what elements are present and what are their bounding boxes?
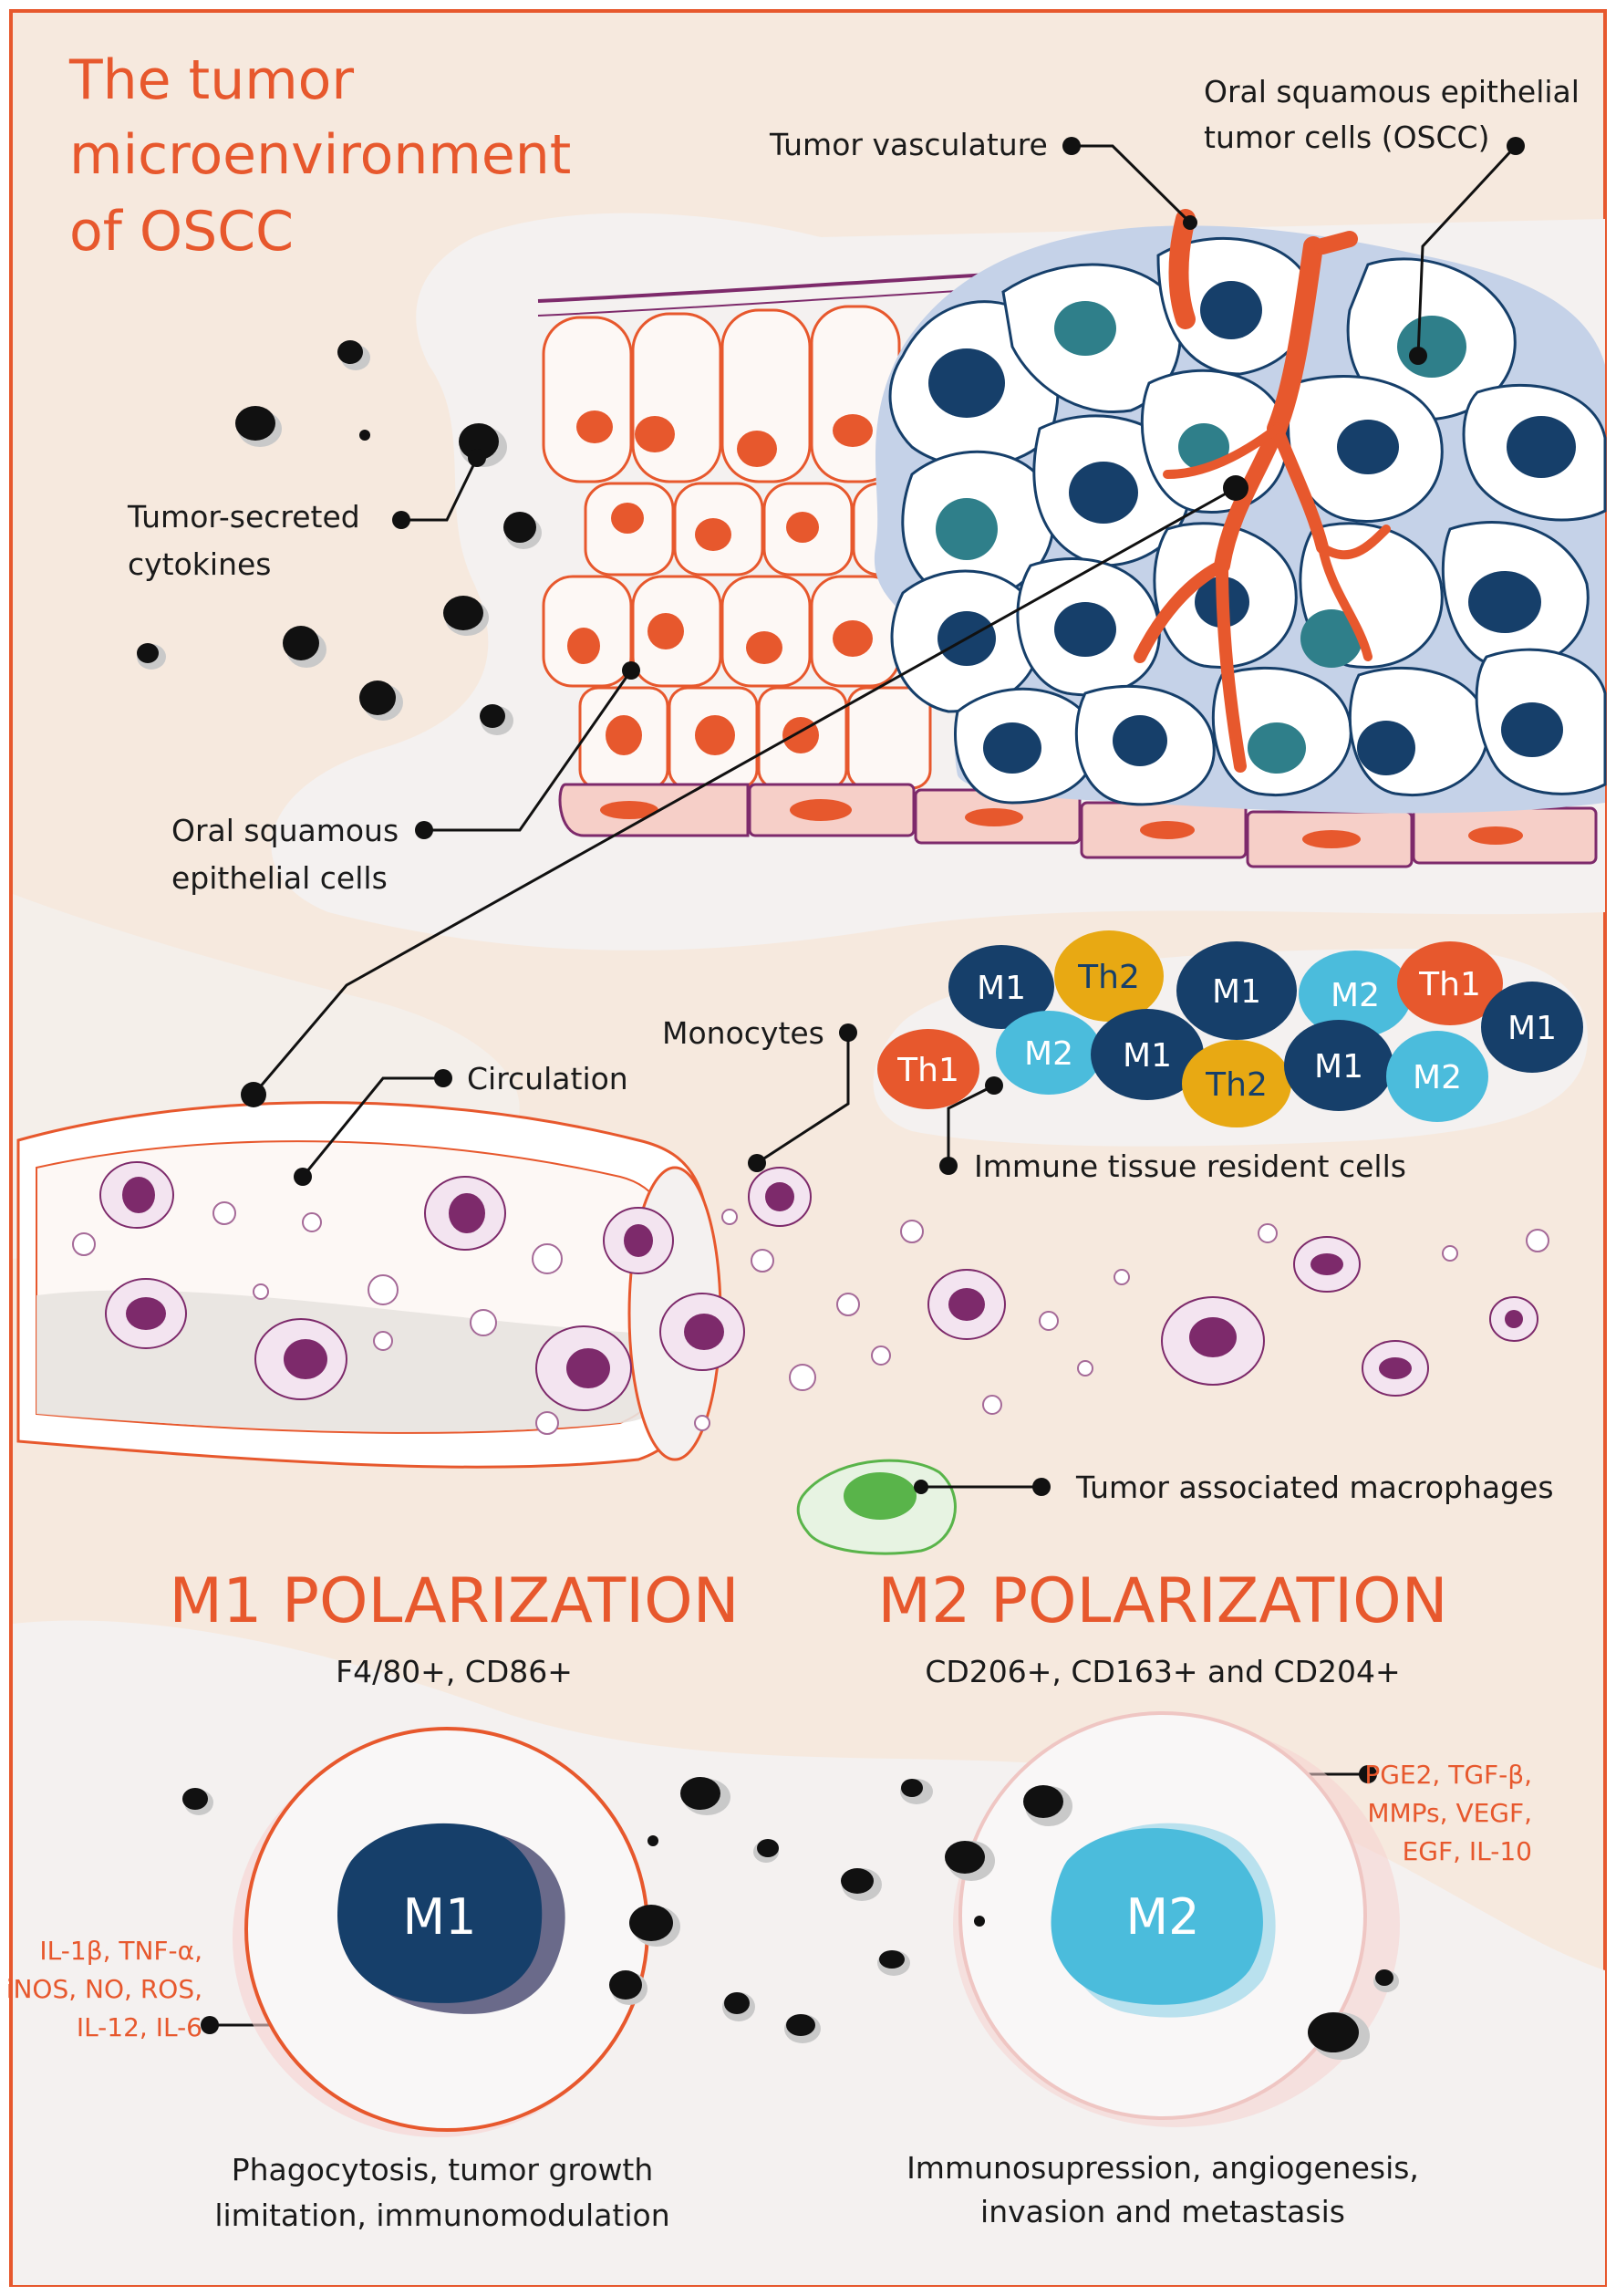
- cytokine-particles-top: [137, 340, 542, 735]
- m1-cell-label: M1: [403, 1888, 477, 1946]
- monocytes: [72, 1161, 1549, 1435]
- immune-cell-m1: [1176, 941, 1297, 1040]
- immune-cell-label: M1: [1123, 1037, 1172, 1075]
- immune-cell-th1: [1397, 941, 1503, 1025]
- immune-cell-label: M1: [1507, 1010, 1557, 1047]
- immune-cell-label: M2: [1024, 1035, 1073, 1073]
- normal-cell-nuclei: [567, 410, 873, 755]
- label-tumor-vasculature: Tumor vasculature: [769, 127, 1048, 162]
- immune-cell-label: Th2: [1205, 1066, 1268, 1104]
- title-line-1: The tumor: [68, 48, 354, 112]
- label-oscc-line-1: Oral squamous epithelial: [1204, 74, 1580, 109]
- m2-nucleus: [1051, 1828, 1263, 2005]
- label-epithelial-line-2: epithelial cells: [171, 860, 388, 896]
- cytokine-particles-bottom: [182, 1777, 1399, 2060]
- m2-function-line-2: invasion and metastasis: [980, 2194, 1345, 2229]
- immune-cell-m1: [1481, 982, 1583, 1073]
- m2-cytokine-line-3: EGF, IL-10: [1403, 1836, 1532, 1866]
- immune-cell-m1: [1091, 1009, 1204, 1100]
- label-immune-resident: Immune tissue resident cells: [974, 1148, 1406, 1184]
- m1-heading: M1 POLARIZATION: [169, 1565, 739, 1637]
- immune-cell-m2: [1386, 1031, 1488, 1122]
- page-title: The tumor microenvironment of OSCC: [68, 48, 571, 264]
- label-epithelial-line-1: Oral squamous: [171, 813, 399, 848]
- m1-cytokines: IL-1β, TNF-α, iNOS, NO, ROS, IL-12, IL-6: [6, 1936, 202, 2042]
- label-tam: Tumor associated macrophages: [1075, 1470, 1554, 1505]
- immune-cell-m2: [996, 1011, 1102, 1095]
- immune-cell-label: M1: [1212, 973, 1261, 1011]
- m1-markers: F4/80+, CD86+: [336, 1654, 573, 1689]
- m2-markers: CD206+, CD163+ and CD204+: [925, 1654, 1400, 1689]
- label-circulation: Circulation: [467, 1061, 628, 1096]
- m1-function-line-1: Phagocytosis, tumor growth: [232, 2152, 654, 2187]
- epithelium-section: [537, 209, 1607, 868]
- m2-cell-label: M2: [1126, 1888, 1200, 1946]
- immune-cell-label: Th2: [1077, 959, 1140, 996]
- m2-cytokine-line-1: PGE2, TGF-β,: [1364, 1760, 1532, 1790]
- immune-cell-th2: [1054, 930, 1164, 1022]
- tumor-cells: [874, 225, 1607, 814]
- immune-cell-th1: [877, 1029, 979, 1109]
- m1-cytokine-line-3: IL-12, IL-6: [77, 2012, 202, 2042]
- m1-section: M1 POLARIZATION F4/80+, CD86+ M1 IL-1β, …: [6, 1565, 740, 2233]
- immune-cell-m1: [1284, 1020, 1393, 1111]
- title-line-2: microenvironment: [69, 123, 571, 187]
- m2-heading: M2 POLARIZATION: [877, 1565, 1447, 1637]
- m2-cytokine-line-2: MMPs, VEGF,: [1367, 1798, 1532, 1828]
- label-oscc-line-2: tumor cells (OSCC): [1204, 119, 1489, 155]
- basal-nuclei: [600, 799, 1523, 848]
- immune-cell-label: M1: [977, 970, 1026, 1007]
- m1-function-line-2: limitation, immunomodulation: [214, 2197, 669, 2233]
- m1-nucleus: [337, 1823, 543, 2003]
- immune-cell-label: Th1: [896, 1052, 959, 1089]
- immune-cell-label: Th1: [1418, 966, 1481, 1003]
- normal-epithelial-cells: [542, 305, 932, 790]
- immune-cell-label: M2: [1413, 1059, 1462, 1096]
- m2-function-line-1: Immunosupression, angiogenesis,: [906, 2150, 1419, 2186]
- label-cytokines-line-1: Tumor-secreted: [127, 499, 360, 535]
- label-monocytes: Monocytes: [662, 1015, 824, 1051]
- immune-cell-label: M2: [1331, 977, 1380, 1014]
- immune-cell-m1: [948, 945, 1054, 1029]
- m2-cytokines: PGE2, TGF-β, MMPs, VEGF, EGF, IL-10: [1364, 1760, 1532, 1866]
- immune-cell-th2: [1182, 1040, 1291, 1127]
- label-cytokines-line-2: cytokines: [128, 546, 272, 582]
- callout-labels: Tumor vasculature Oral squamous epitheli…: [127, 74, 1580, 1505]
- immune-cell-label: M1: [1314, 1048, 1363, 1086]
- tumor-nuclei: [928, 281, 1576, 775]
- m1-cytokine-line-2: iNOS, NO, ROS,: [6, 1974, 202, 2004]
- immune-cell-m2: [1299, 951, 1412, 1038]
- title-line-3: of OSCC: [69, 200, 294, 264]
- m1-cytokine-line-1: IL-1β, TNF-α,: [39, 1936, 202, 1966]
